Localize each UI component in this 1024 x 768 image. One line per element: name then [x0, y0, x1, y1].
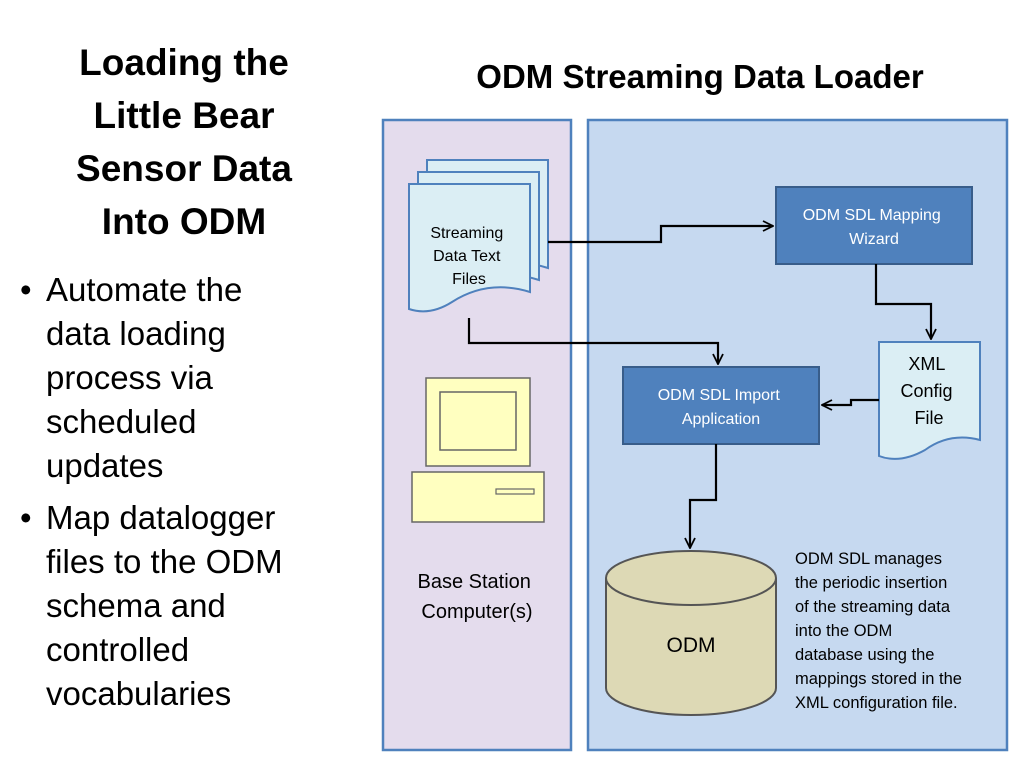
- bullet-line: scheduled: [46, 403, 197, 440]
- annotation-line: database using the: [795, 646, 935, 664]
- bullet-line: controlled: [46, 631, 190, 668]
- mapping-wizard-label: ODM SDL Mapping Wizard: [803, 207, 946, 248]
- annotation-line: into the ODM: [795, 622, 893, 640]
- bullet-item: Map datalogger files to the ODM schema a…: [14, 496, 354, 716]
- bullet-line: files to the ODM: [46, 543, 283, 580]
- bullet-item: Automate the data loading process via sc…: [14, 268, 354, 488]
- files-to-import-arrow: [467, 318, 718, 364]
- import-app-label: ODM SDL Import Application: [658, 387, 785, 428]
- annotation-text: ODM SDL manages the periodic insertion o…: [795, 547, 995, 715]
- import-to-db-arrow: [690, 444, 718, 548]
- document-icon: [878, 341, 981, 460]
- bullet-line: schema and: [46, 587, 226, 624]
- bullet-line: vocabularies: [46, 675, 232, 712]
- slide-title-line: Little Bear: [93, 95, 275, 136]
- bullet-list: Automate the data loading process via sc…: [14, 268, 354, 724]
- document-stack-icon: [408, 159, 549, 313]
- database-cylinder-icon: [605, 550, 777, 716]
- text-files-label: Streaming Data Text Files: [430, 225, 507, 288]
- annotation-line: ODM SDL manages: [795, 550, 943, 568]
- slide-title-line: Sensor Data: [76, 148, 292, 189]
- bullet-line: updates: [46, 447, 164, 484]
- slide-title-line: Loading the: [79, 42, 289, 83]
- bullet-line: Automate the: [46, 271, 243, 308]
- import-app-box: [622, 366, 820, 445]
- annotation-line: mappings stored in the: [795, 670, 962, 688]
- wizard-to-config-arrow: [874, 264, 931, 339]
- files-to-wizard-arrow: [548, 226, 773, 244]
- annotation-line: the periodic insertion: [795, 574, 948, 592]
- slide-title-line: Into ODM: [101, 201, 267, 242]
- slide-title: Loading the Little Bear Sensor Data Into…: [14, 36, 354, 248]
- bullet-line: Map datalogger: [46, 499, 276, 536]
- base-station-label: Base Station Computer(s): [418, 571, 537, 623]
- annotation-line: XML configuration file.: [795, 694, 958, 712]
- mapping-wizard-box: [775, 186, 973, 265]
- xml-config-label: XML Config File: [900, 354, 957, 428]
- bullet-line: data loading: [46, 315, 226, 352]
- desktop-computer-icon: [411, 377, 545, 523]
- bullet-line: process via: [46, 359, 213, 396]
- annotation-line: of the streaming data: [795, 598, 951, 616]
- config-to-import-arrow: [822, 398, 879, 405]
- odm-db-label: ODM: [667, 634, 716, 657]
- diagram-title: ODM Streaming Data Loader: [476, 58, 924, 95]
